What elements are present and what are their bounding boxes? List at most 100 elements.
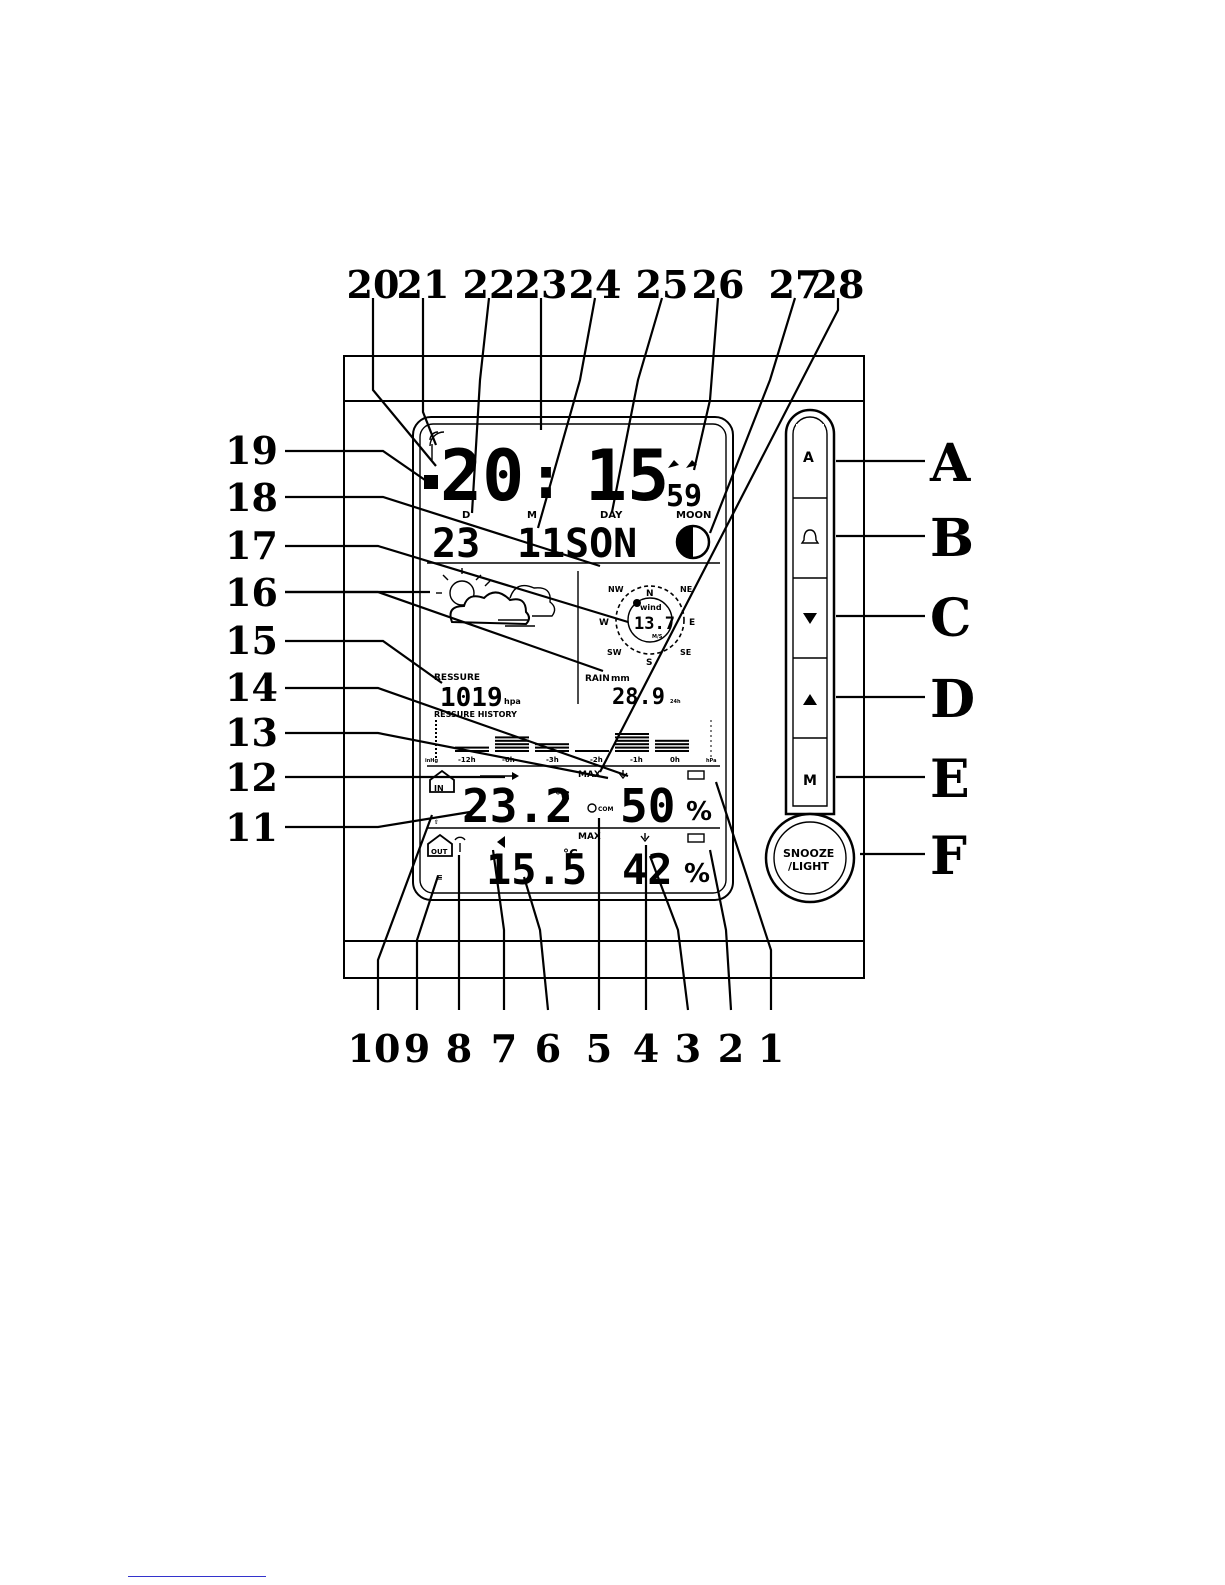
callout-17: 17	[225, 523, 278, 568]
callout-b: B	[930, 508, 974, 569]
rain-label: RAIN	[585, 674, 610, 684]
outdoor-temp-unit: °C	[563, 847, 578, 861]
callouts-top: 20 21 22 23 24 25 26 27 28	[347, 262, 865, 307]
callout-c: C	[930, 588, 971, 649]
callout-15: 15	[225, 618, 278, 663]
compass-nw: NW	[608, 585, 624, 594]
callout-7: 7	[491, 1026, 517, 1071]
indoor-temperature: 23.2	[462, 779, 573, 833]
history-hour-1: -12h	[458, 756, 476, 764]
callout-21: 21	[397, 262, 450, 307]
wind-label: wind	[640, 603, 662, 612]
callout-d: D	[930, 669, 975, 730]
rain-unit: mm	[611, 674, 630, 684]
light-label: /LIGHT	[788, 860, 829, 873]
date-month: 11	[517, 521, 565, 567]
callout-19: 19	[225, 428, 278, 473]
history-hour-2: -6h	[502, 756, 515, 764]
rain-display: RAIN mm 28.9 24h	[585, 674, 681, 710]
callout-18: 18	[225, 475, 278, 520]
moon-phase-icon	[675, 524, 711, 560]
callout-5: 5	[586, 1026, 612, 1071]
snooze-light-button[interactable]: SNOOZE /LIGHT	[764, 812, 856, 904]
indoor-humidity-unit: %	[686, 797, 712, 827]
history-hour-6: 0h	[670, 756, 680, 764]
pressure-history-graph: inHg hPa -12h -6h -3h -2h -1h 0h	[425, 720, 716, 764]
pressure-label: RESSURE	[434, 673, 480, 683]
button-a[interactable]: A	[796, 424, 824, 496]
callout-12: 12	[225, 755, 278, 800]
indoor-temp-unit: °C	[555, 789, 570, 803]
alarm-button[interactable]	[800, 529, 820, 544]
compass-w: W	[599, 618, 609, 628]
callout-f: F	[930, 826, 967, 887]
callout-8: 8	[446, 1026, 472, 1071]
button-column: A M SNOOZE /LIGHT	[764, 408, 856, 904]
history-hour-4: -2h	[590, 756, 603, 764]
alarm-icon	[668, 460, 697, 468]
sensor-channel-icon: ⇧	[434, 819, 439, 826]
indoor-humidity: 50	[620, 779, 675, 833]
pressure-history-label: RESSURE HISTORY	[434, 710, 517, 719]
mode-button[interactable]: M	[803, 773, 817, 789]
history-hour-3: -3h	[546, 756, 559, 764]
pressure-value: 1019	[440, 683, 503, 713]
pressure-history-bars	[455, 733, 689, 752]
outdoor-label: OUT	[431, 848, 448, 856]
indoor-house-icon: IN	[429, 769, 455, 793]
wind-direction-indicator	[633, 599, 641, 607]
dst-indicator	[424, 475, 438, 489]
up-triangle-icon	[803, 694, 817, 705]
up-button[interactable]	[803, 694, 817, 705]
outdoor-temp-trend-icon	[497, 836, 505, 848]
date-display: D M DAY MOON 23 11 SON	[432, 510, 711, 567]
outdoor-display: ⇧ OUT ≡ MAX 15.5 °C 42 %	[427, 819, 710, 894]
compass-ne: NE	[680, 585, 692, 594]
label-day-d: D	[462, 510, 470, 521]
callout-20: 20	[347, 262, 400, 307]
down-button[interactable]	[803, 613, 817, 624]
wind-compass: N NE E SE S SW W NW wind 13.7 M/S	[599, 585, 695, 668]
compass-s: S	[646, 658, 652, 668]
outdoor-humidity: 42	[622, 845, 673, 894]
callout-16: 16	[225, 570, 278, 615]
leader-lines	[285, 297, 925, 1011]
com-icon	[587, 803, 597, 813]
callout-2: 2	[718, 1026, 744, 1071]
bell-icon	[800, 529, 820, 544]
date-day: 23	[432, 521, 480, 567]
callout-4: 4	[633, 1026, 659, 1071]
callout-13: 13	[225, 710, 278, 755]
callout-6: 6	[535, 1026, 561, 1071]
footnote-separator	[128, 1576, 266, 1577]
time-hours: 20	[440, 435, 524, 517]
callouts-left: 19 18 17 16 15 14 13 12 11	[225, 428, 278, 850]
outdoor-humidity-unit: %	[684, 859, 710, 889]
history-right-unit: hPa	[706, 758, 716, 764]
outdoor-temperature: 15.5	[486, 845, 587, 894]
callouts-bottom: 10 9 8 7 6 5 4 3 2 1	[348, 1026, 785, 1071]
rain-period: 24h	[670, 699, 681, 705]
history-bar-4	[575, 750, 609, 752]
compass-e: E	[689, 618, 695, 628]
lcd-screen	[412, 416, 734, 901]
callout-a: A	[929, 433, 971, 494]
compass-n: N	[646, 589, 654, 599]
indoor-label: IN	[434, 784, 444, 793]
mode-button-label: M	[803, 773, 817, 789]
callout-3: 3	[675, 1026, 701, 1071]
callout-1: 1	[758, 1026, 784, 1071]
callout-14: 14	[225, 665, 278, 710]
pressure-unit: hpa	[504, 697, 521, 706]
weather-forecast-icon	[436, 568, 556, 627]
callout-10: 10	[348, 1026, 401, 1071]
date-weekday: SON	[565, 521, 637, 567]
down-triangle-icon	[803, 613, 817, 624]
time-minutes: 15	[585, 435, 669, 517]
history-hour-5: -1h	[630, 756, 643, 764]
history-bar-2	[495, 736, 529, 752]
button-a-label: A	[803, 450, 814, 466]
compass-se: SE	[680, 648, 691, 657]
device-housing	[343, 355, 865, 979]
history-bar-6	[655, 739, 689, 752]
